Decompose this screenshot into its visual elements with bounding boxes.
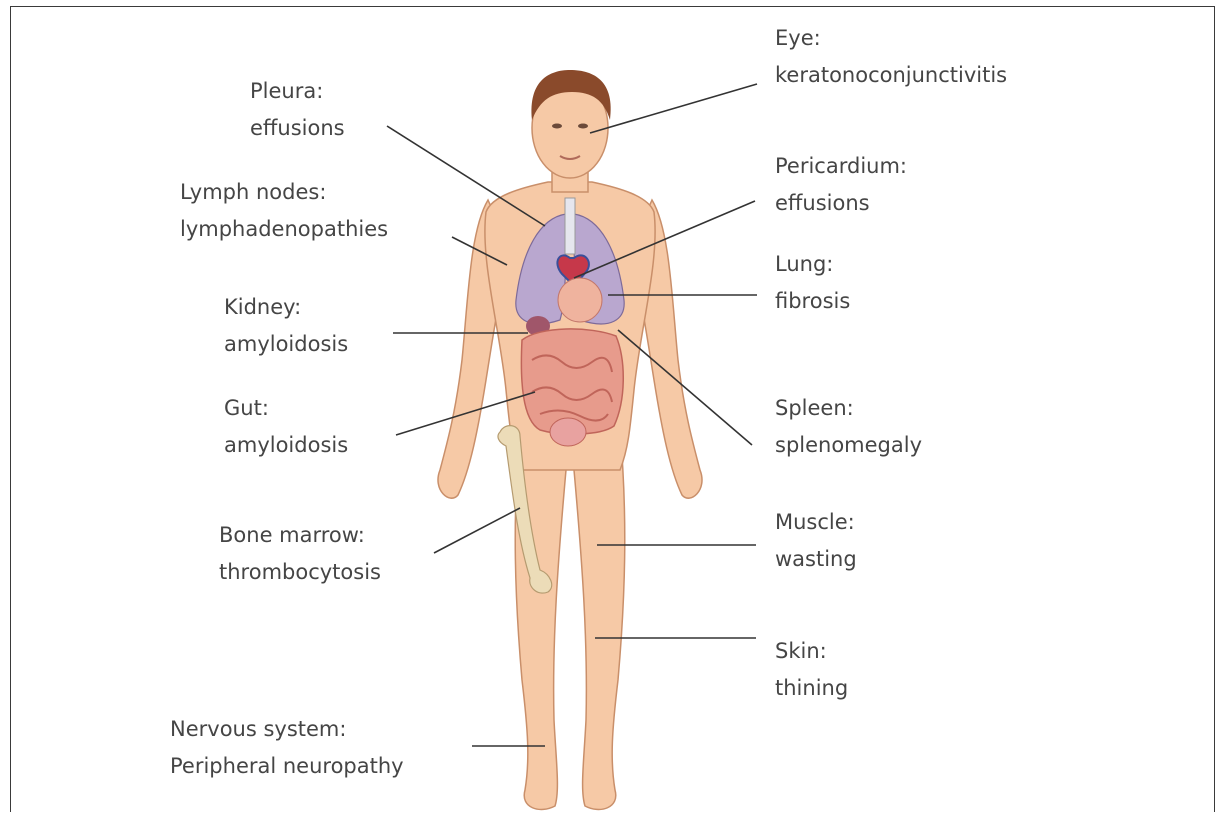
label-bone-marrow-title: Bone marrow: [219,517,381,554]
label-lymph-nodes-detail: lymphadenopathies [180,211,388,248]
label-kidney-title: Kidney: [224,289,348,326]
label-kidney-detail: amyloidosis [224,326,348,363]
right-eye-icon [578,124,588,129]
eye-line [590,84,757,133]
label-gut-title: Gut: [224,390,348,427]
right-leg [574,430,625,809]
label-pericardium-title: Pericardium: [775,148,907,185]
label-skin-title: Skin: [775,633,848,670]
label-nervous-system: Nervous system: Peripheral neuropathy [170,711,404,785]
label-eye-title: Eye: [775,20,1007,57]
label-nervous-system-title: Nervous system: [170,711,404,748]
label-eye-detail: keratonoconjunctivitis [775,57,1007,94]
label-eye: Eye: keratonoconjunctivitis [775,20,1007,94]
label-muscle: Muscle: wasting [775,504,857,578]
label-bone-marrow-detail: thrombocytosis [219,554,381,591]
label-pleura: Pleura: effusions [250,73,345,147]
label-nervous-system-detail: Peripheral neuropathy [170,748,404,785]
left-eye-icon [552,124,562,129]
label-muscle-detail: wasting [775,541,857,578]
label-skin: Skin: thining [775,633,848,707]
label-gut-detail: amyloidosis [224,427,348,464]
label-muscle-title: Muscle: [775,504,857,541]
label-spleen-detail: splenomegaly [775,427,922,464]
label-spleen: Spleen: splenomegaly [775,390,922,464]
label-kidney: Kidney: amyloidosis [224,289,348,363]
label-lung-title: Lung: [775,246,850,283]
pleura-line [387,126,545,226]
label-spleen-title: Spleen: [775,390,922,427]
label-skin-detail: thining [775,670,848,707]
label-pericardium-detail: effusions [775,185,907,222]
label-gut: Gut: amyloidosis [224,390,348,464]
stomach [558,278,602,322]
label-lung: Lung: fibrosis [775,246,850,320]
bone-line [434,508,520,553]
label-bone-marrow: Bone marrow: thrombocytosis [219,517,381,591]
label-lymph-nodes-title: Lymph nodes: [180,174,388,211]
trachea [565,198,575,254]
label-pleura-detail: effusions [250,110,345,147]
label-lung-detail: fibrosis [775,283,850,320]
label-pericardium: Pericardium: effusions [775,148,907,222]
human-body [438,70,702,809]
label-lymph-nodes: Lymph nodes: lymphadenopathies [180,174,388,248]
bladder [550,418,586,446]
label-pleura-title: Pleura: [250,73,345,110]
